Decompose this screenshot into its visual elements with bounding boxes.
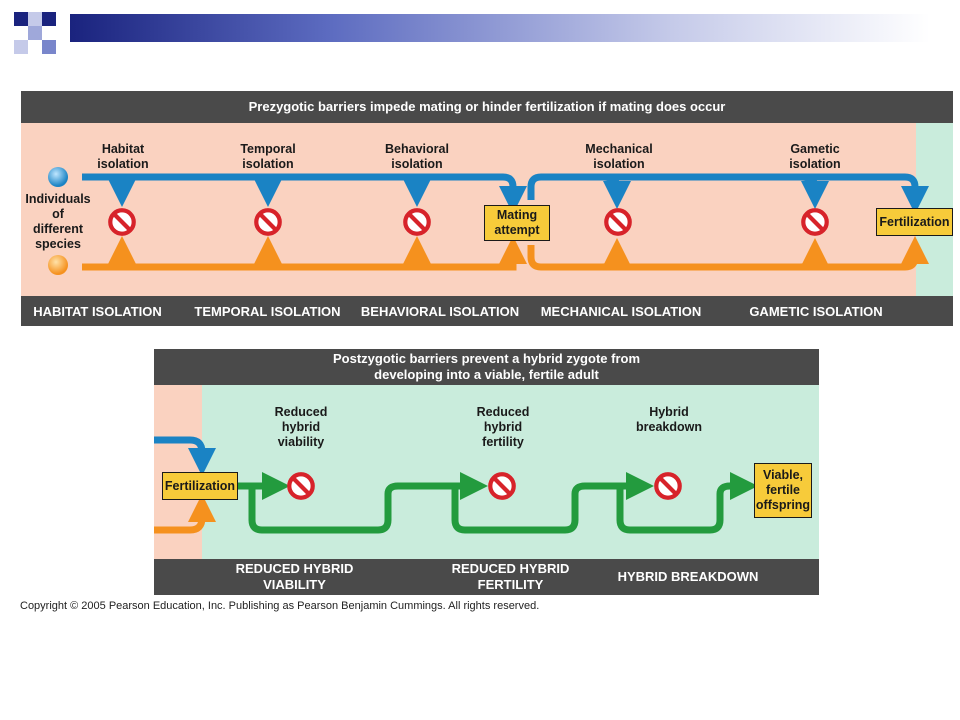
mating-attempt-box: Mating attempt: [484, 205, 550, 241]
green-hybrid-path: [238, 482, 742, 534]
orange-species-path: [82, 236, 527, 271]
blue-species-path: [82, 173, 527, 214]
orange-post-mating-path: [527, 236, 929, 271]
post-blue-incoming: [154, 436, 216, 476]
footer-behavioral-isolation: BEHAVIORAL ISOLATION: [360, 304, 520, 319]
label-reduced-hybrid-viability: Reduced hybrid viability: [274, 405, 328, 449]
postzygotic-title-bar: Postzygotic barriers prevent a hybrid zy…: [154, 349, 819, 385]
footer-gametic-isolation: GAMETIC ISOLATION: [749, 304, 883, 319]
viable-fertile-offspring-box: Viable, fertile offspring: [754, 463, 812, 518]
prezygotic-title-bar: Prezygotic barriers impede mating or hin…: [21, 91, 953, 123]
label-habitat-isolation: Habitat isolation: [97, 142, 149, 171]
stop-icon-reduced-viability: [289, 474, 312, 497]
prezygotic-fertilization-box: Fertilization: [876, 208, 953, 236]
prezygotic-footer-bar: [21, 296, 953, 326]
label-reduced-hybrid-fertility: Reduced hybrid fertility: [476, 405, 530, 449]
prezygotic-title: Prezygotic barriers impede mating or hin…: [248, 99, 726, 114]
label-gametic-isolation: Gametic isolation: [789, 142, 841, 171]
header-gradient-line: [70, 14, 930, 42]
postzygotic-fertilization-box: Fertilization: [162, 472, 238, 500]
blue-species-dot: [48, 167, 68, 187]
label-temporal-isolation: Temporal isolation: [240, 142, 296, 171]
stop-icon-gametic: [803, 210, 826, 233]
footer-hybrid-breakdown: HYBRID BREAKDOWN: [617, 569, 759, 584]
stop-icon-temporal: [256, 210, 279, 233]
footer-mechanical-isolation: MECHANICAL ISOLATION: [540, 304, 702, 319]
orange-rise-gametic: [799, 238, 829, 271]
footer-reduced-hybrid-viability: REDUCED HYBRID VIABILITY: [235, 561, 354, 592]
blue-drop-gametic: [799, 173, 829, 209]
post-orange-incoming: [154, 494, 216, 534]
label-hybrid-breakdown: Hybrid breakdown: [636, 405, 702, 434]
stop-icon-hybrid-breakdown: [656, 474, 679, 497]
label-mechanical-isolation: Mechanical isolation: [585, 142, 653, 171]
label-individuals-of-different-species: Individuals of different species: [25, 192, 91, 251]
label-behavioral-isolation: Behavioral isolation: [385, 142, 449, 171]
postzygotic-title: Postzygotic barriers prevent a hybrid zy…: [332, 351, 641, 382]
footer-temporal-isolation: TEMPORAL ISOLATION: [194, 304, 341, 319]
blue-drop-mechanical: [601, 173, 631, 209]
copyright-notice: Copyright © 2005 Pearson Education, Inc.…: [20, 600, 540, 612]
footer-reduced-hybrid-fertility: REDUCED HYBRID FERTILITY: [451, 561, 570, 592]
footer-habitat-isolation: HABITAT ISOLATION: [33, 304, 162, 319]
stop-icon-reduced-fertility: [490, 474, 513, 497]
postzygotic-footer-bar: [154, 559, 819, 595]
orange-rise-mechanical: [601, 238, 631, 271]
stop-icon-mechanical: [606, 210, 629, 233]
orange-species-dot: [48, 255, 68, 275]
slide-decoration: [14, 12, 70, 58]
stop-icon-habitat: [110, 210, 133, 233]
blue-post-mating-path: [527, 173, 929, 214]
stop-icon-behavioral: [405, 210, 428, 233]
